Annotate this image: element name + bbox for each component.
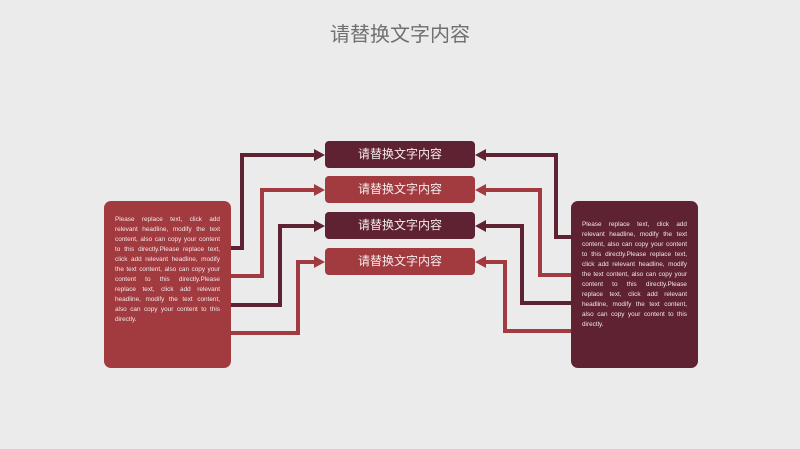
arrowhead-icon <box>314 149 325 161</box>
label-box-2: 请替换文字内容 <box>325 176 475 203</box>
right-text-box: Please replace text, click add relevant … <box>571 201 698 368</box>
arrow-left-1 <box>231 153 316 250</box>
arrow-left-4 <box>231 260 316 335</box>
label-box-4: 请替换文字内容 <box>325 248 475 275</box>
arrow-right-4 <box>484 260 571 333</box>
page-title: 请替换文字内容 <box>330 22 470 46</box>
arrow-left-3 <box>231 224 316 307</box>
arrowhead-icon <box>314 220 325 232</box>
arrowhead-icon <box>314 184 325 196</box>
left-text-box: Please replace text, click add relevant … <box>104 201 231 368</box>
arrow-right-2 <box>484 188 571 277</box>
arrowhead-icon <box>314 256 325 268</box>
label-box-1: 请替换文字内容 <box>325 141 475 168</box>
arrowhead-icon <box>475 184 486 196</box>
arrow-right-1 <box>484 153 571 239</box>
arrow-left-2 <box>231 188 316 278</box>
arrowhead-icon <box>475 149 486 161</box>
arrowhead-icon <box>475 256 486 268</box>
arrow-right-3 <box>484 224 571 305</box>
label-box-3: 请替换文字内容 <box>325 212 475 239</box>
arrowhead-icon <box>475 220 486 232</box>
